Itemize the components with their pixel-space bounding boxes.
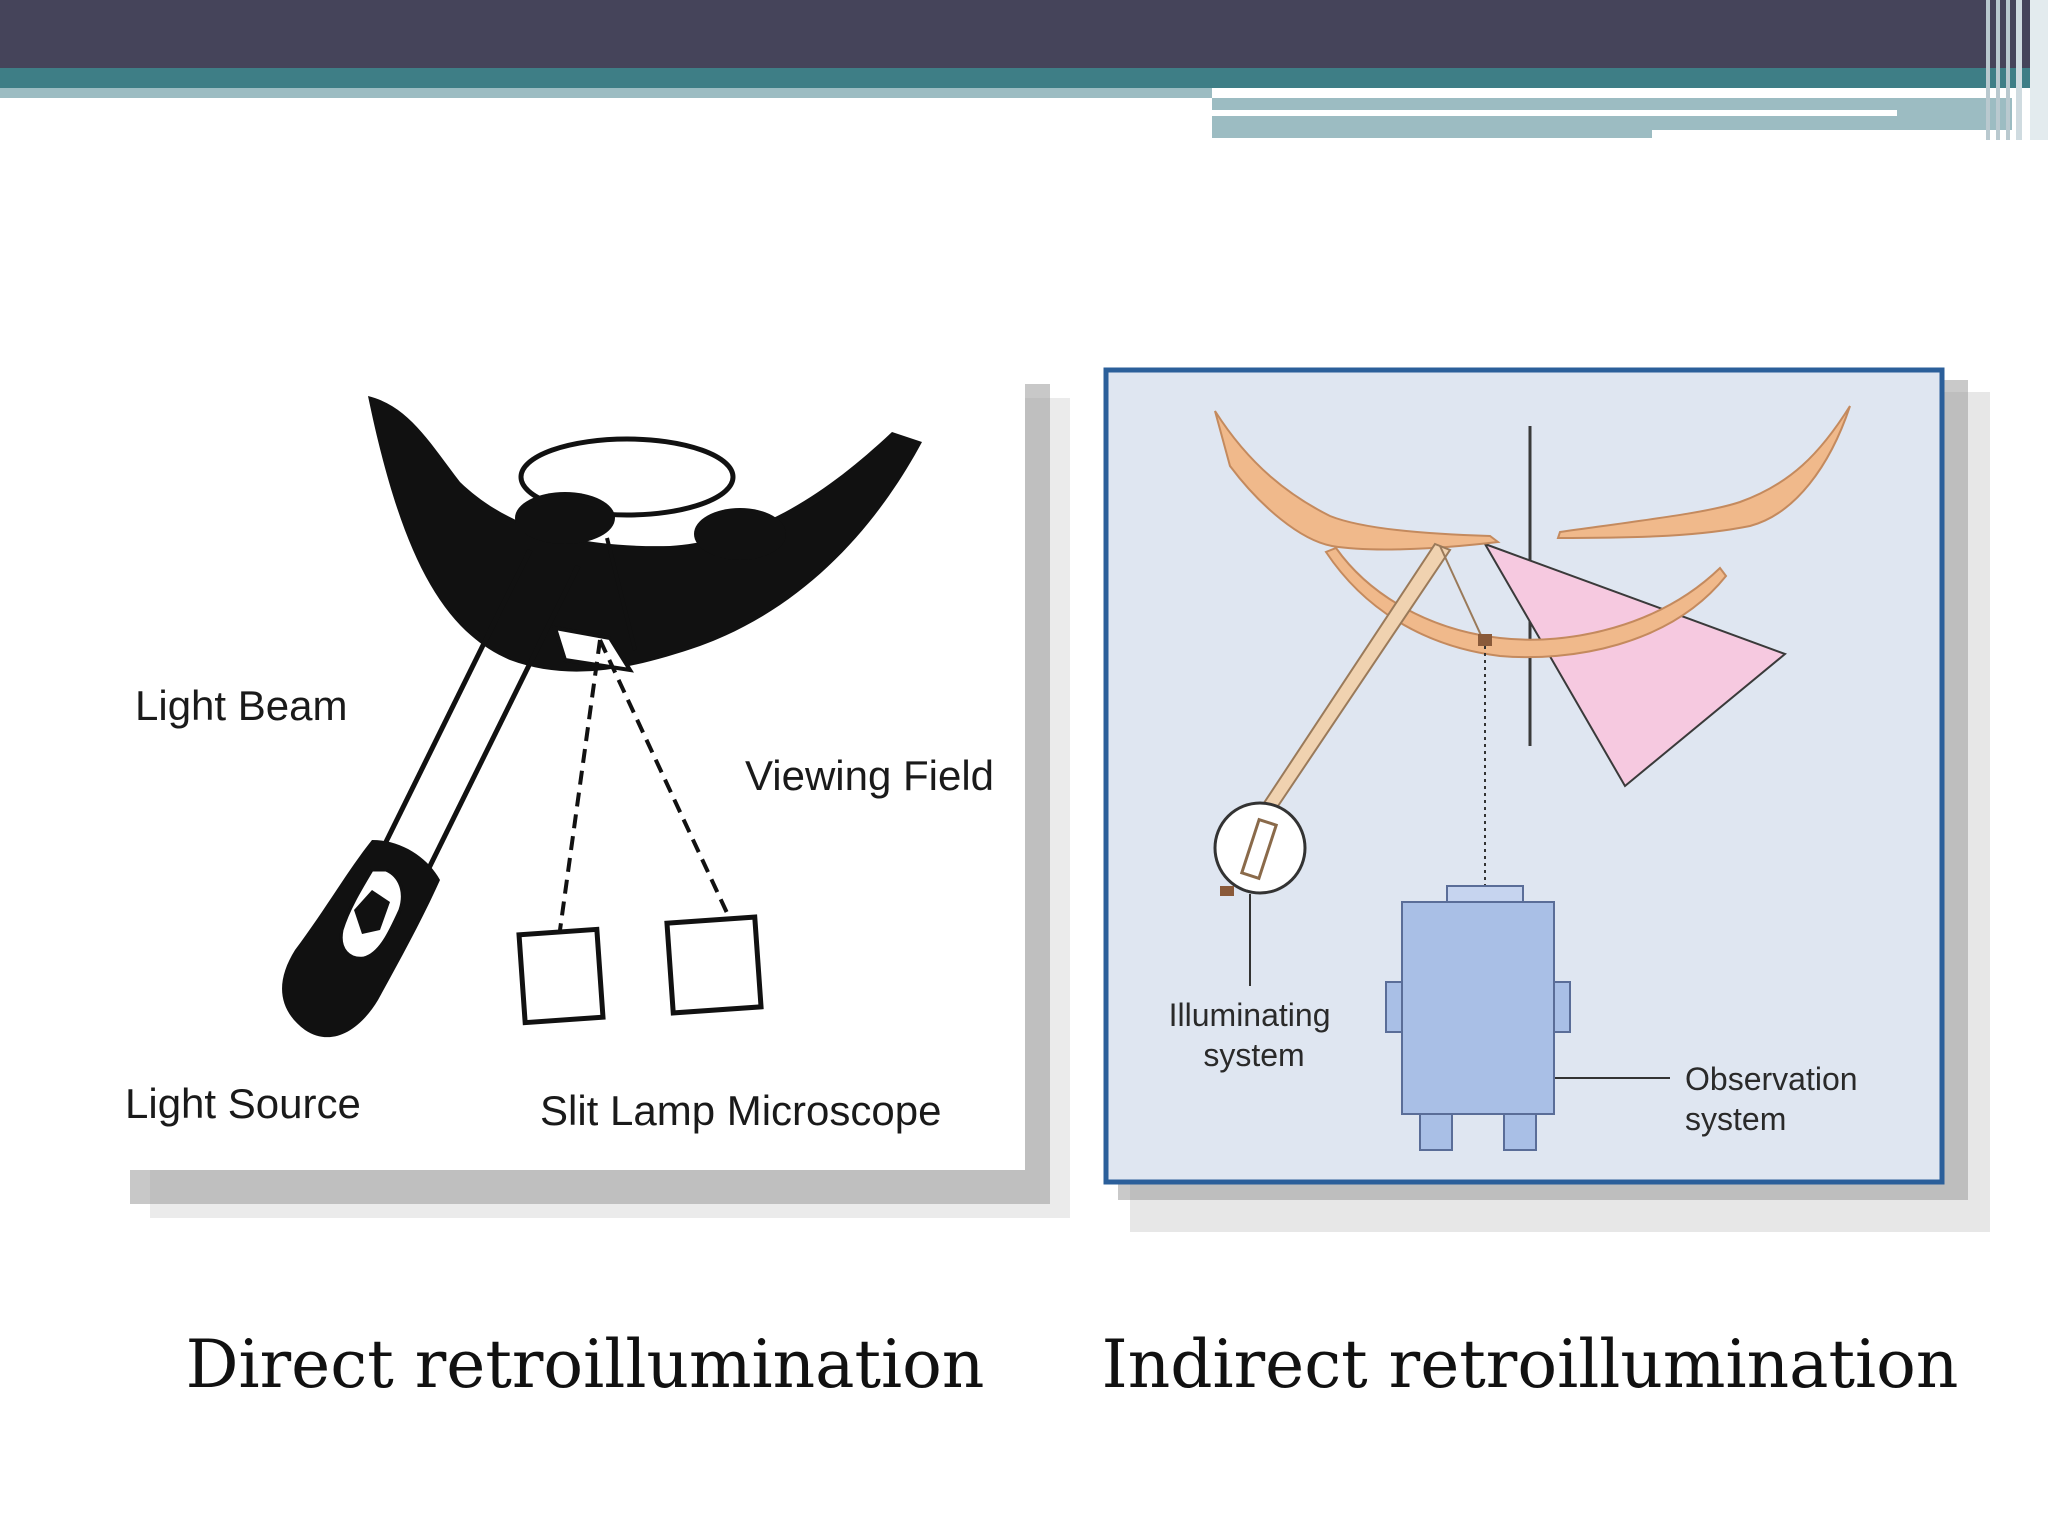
observation-system-label: Observation system	[1685, 1061, 1866, 1137]
header-dark-bar	[0, 0, 2048, 68]
reflection-spot	[1478, 634, 1492, 646]
light-beam	[379, 548, 581, 872]
eye-structure	[1214, 405, 1851, 659]
viewing-field-label: Viewing Field	[745, 752, 994, 799]
indirect-retroillumination-diagram: Illuminating system Observation system	[1103, 367, 1990, 1232]
header-teal-bar	[0, 68, 2048, 88]
indirect-retroillumination-caption: Indirect retroillumination	[1101, 1326, 1959, 1403]
direct-retroillumination-diagram: Light Beam Viewing Field Light Source Sl…	[110, 370, 1070, 1218]
slit-lamp-microscope	[516, 914, 764, 1026]
direct-retroillumination-caption: Direct retroillumination	[185, 1326, 985, 1403]
observation-system-housing	[1385, 885, 1571, 1151]
light-source-lamp	[282, 840, 440, 1038]
header-bars	[0, 0, 2048, 140]
slit-lamp-microscope-label: Slit Lamp Microscope	[540, 1087, 941, 1134]
header-white-stripe	[1212, 110, 1897, 116]
header-vertical-lines	[1986, 0, 2048, 140]
header-light-bar-left	[0, 88, 1212, 98]
light-source-label: Light Source	[125, 1080, 361, 1127]
light-beam-label: Light Beam	[135, 682, 347, 729]
viewing-field-lines	[558, 537, 730, 931]
viewing-cone	[1482, 542, 1787, 788]
illuminating-system-label: Illuminating system	[1169, 997, 1340, 1073]
illuminating-system-lamp	[1213, 801, 1307, 986]
header-white-stripe-2	[1652, 130, 2012, 140]
